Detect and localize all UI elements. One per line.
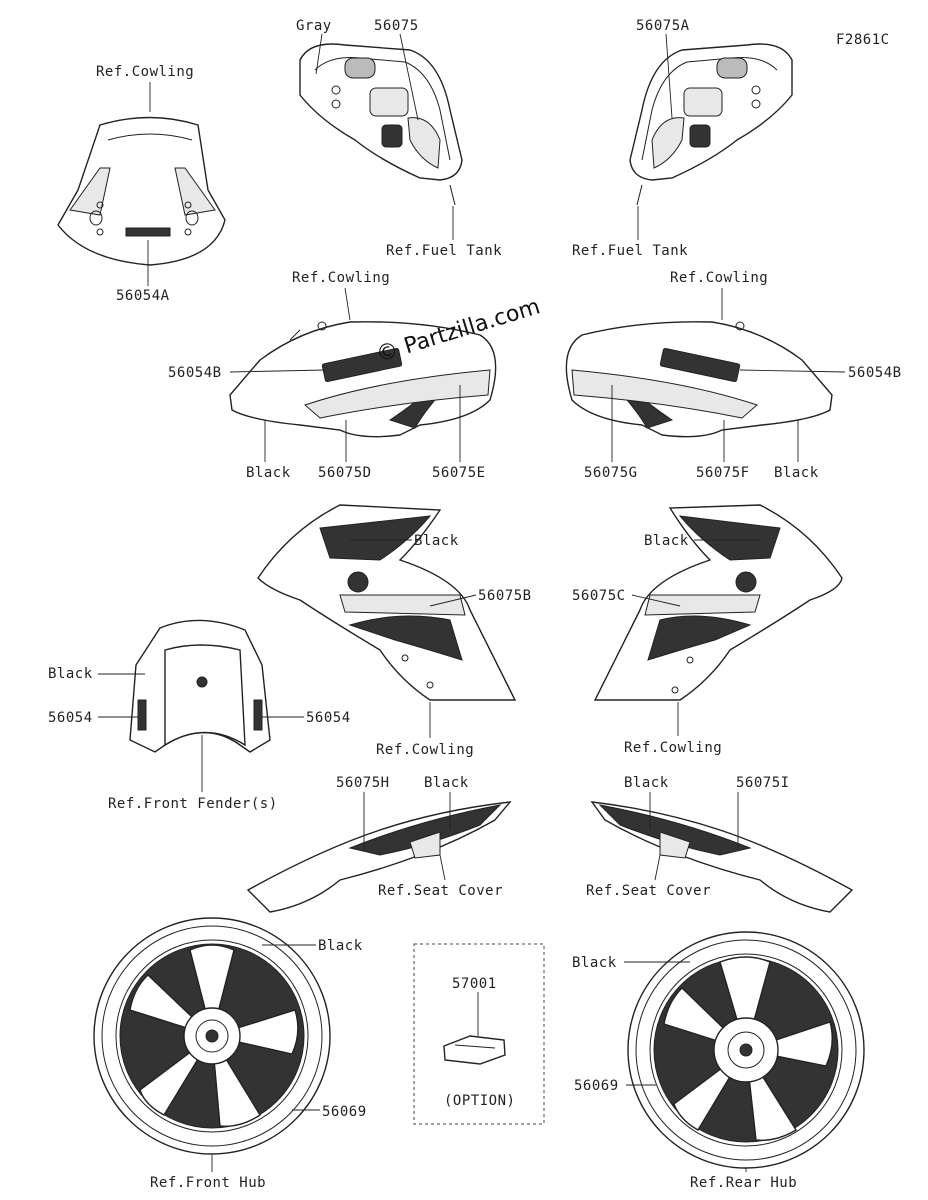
label-ref-fuel-tank-right: Ref.Fuel Tank [572, 243, 688, 259]
label-56054B-left: 56054B [168, 365, 222, 381]
label-56075C: 56075C [572, 588, 626, 604]
label-black-seat-left: Black [424, 775, 469, 791]
label-ref-seat-cover-left: Ref.Seat Cover [378, 883, 503, 899]
upper-fairing-left [257, 504, 517, 701]
label-56054-left: 56054 [48, 710, 93, 726]
label-gray: Gray [296, 18, 332, 34]
label-ref-cowling-left: Ref.Cowling [292, 270, 390, 286]
label-ref-cowling-fairing-left: Ref.Cowling [376, 742, 474, 758]
seat-cover-left [246, 801, 512, 913]
label-56075: 56075 [374, 18, 419, 34]
windscreen [57, 116, 226, 266]
label-56054A: 56054A [116, 288, 170, 304]
label-black-front-wheel: Black [318, 938, 363, 954]
label-56054-right: 56054 [306, 710, 351, 726]
option-box [413, 943, 545, 1125]
label-56075E: 56075E [432, 465, 486, 481]
label-56075G: 56075G [584, 465, 638, 481]
label-ref-front-hub: Ref.Front Hub [150, 1175, 266, 1191]
fuel-tank-right [629, 43, 793, 206]
label-black-rear-wheel: Black [572, 955, 617, 971]
front-fender [129, 619, 271, 753]
label-56075H: 56075H [336, 775, 390, 791]
label-57001: 57001 [452, 976, 497, 992]
label-ref-cowling-right: Ref.Cowling [670, 270, 768, 286]
side-cowl-left [229, 321, 497, 438]
label-black-fender: Black [48, 666, 93, 682]
label-black-fairing-right: Black [644, 533, 689, 549]
label-black-fairing-left: Black [414, 533, 459, 549]
upper-fairing-right [593, 504, 843, 701]
front-wheel [93, 917, 331, 1155]
seat-cover-right [590, 801, 854, 913]
label-ref-rear-hub: Ref.Rear Hub [690, 1175, 797, 1191]
fuel-tank-left [299, 43, 463, 206]
label-56075I: 56075I [736, 775, 790, 791]
label-ref-cowling-windscreen: Ref.Cowling [96, 64, 194, 80]
label-black-seat-right: Black [624, 775, 669, 791]
label-56054B-right: 56054B [848, 365, 902, 381]
label-ref-fuel-tank-left: Ref.Fuel Tank [386, 243, 502, 259]
label-56075F: 56075F [696, 465, 750, 481]
label-ref-seat-cover-right: Ref.Seat Cover [586, 883, 711, 899]
label-56075B: 56075B [478, 588, 532, 604]
label-ref-front-fender: Ref.Front Fender(s) [108, 796, 278, 812]
label-black-cowl-left: Black [246, 465, 291, 481]
side-cowl-right [565, 321, 833, 438]
label-56075A: 56075A [636, 18, 690, 34]
label-56069-rear: 56069 [574, 1078, 619, 1094]
label-56069-front: 56069 [322, 1104, 367, 1120]
label-black-cowl-right: Black [774, 465, 819, 481]
rear-wheel [627, 931, 865, 1169]
figure-code: F2861C [836, 32, 890, 48]
label-56075D: 56075D [318, 465, 372, 481]
label-option: (OPTION) [444, 1093, 515, 1109]
label-ref-cowling-fairing-right: Ref.Cowling [624, 740, 722, 756]
